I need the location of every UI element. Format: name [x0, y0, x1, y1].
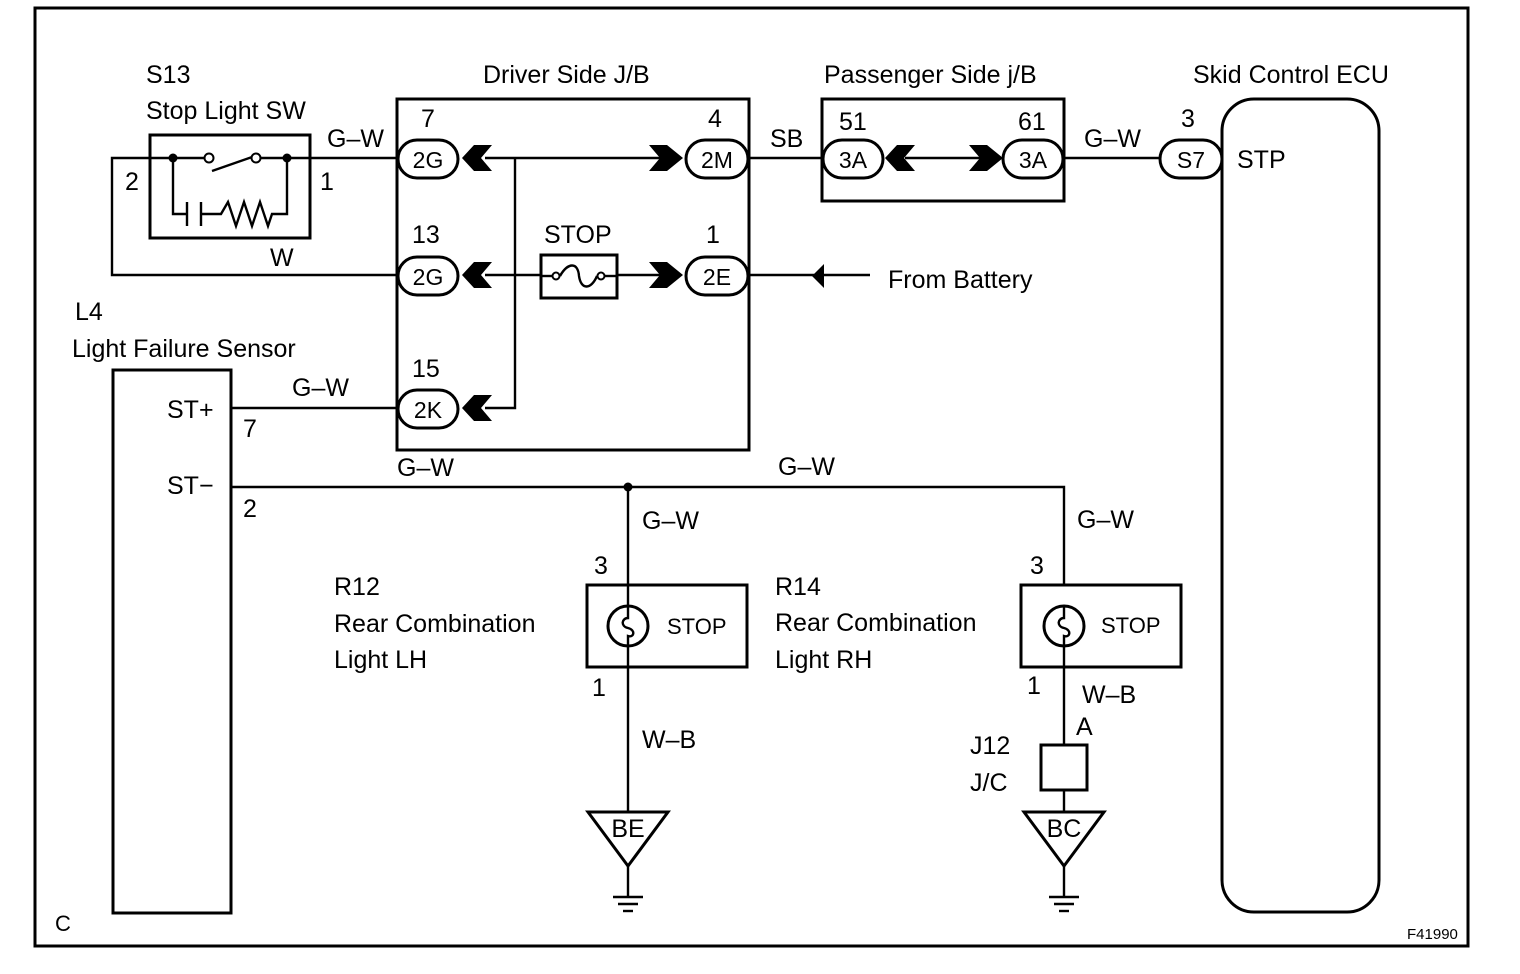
connector-2g-mid: 2G: [396, 255, 460, 297]
figure-id: F41990: [1407, 926, 1458, 943]
pin-7: 7: [421, 105, 435, 133]
j12-code: J12: [970, 732, 1010, 760]
connector-2k-label: 2K: [414, 397, 443, 423]
pin-13: 13: [412, 221, 440, 249]
ground-bc-icon: [1021, 810, 1107, 913]
ground-bc-label: BC: [1047, 815, 1082, 843]
pin-r14-1: 1: [1027, 672, 1041, 700]
wire-label-sw-out: G–W: [327, 125, 384, 153]
r14-bulb-icon: [1042, 604, 1086, 648]
stop-light-switch-symbol: [150, 152, 310, 230]
ecu-pin-stp: STP: [1237, 146, 1286, 174]
r12-bulb-icon: [606, 604, 650, 648]
corner-code: C: [55, 911, 71, 936]
connector-3a-right: 3A: [1001, 138, 1065, 180]
s13-code: S13: [146, 61, 190, 89]
connector-3a-left: 3A: [821, 138, 885, 180]
wire-st-minus-bus: [231, 485, 1066, 585]
r14-line2: Light RH: [775, 646, 872, 674]
pin-r14-3: 3: [1030, 552, 1044, 580]
r14-code: R14: [775, 573, 821, 601]
wire-label-r14-gnd: W–B: [1082, 681, 1136, 709]
wire-label-r14-feed: G–W: [1077, 506, 1134, 534]
l4-pin-st-plus: ST+: [167, 396, 214, 424]
ground-be-icon: [585, 810, 671, 913]
wire-label-to-ecu: G–W: [1084, 125, 1141, 153]
pin-3-ecu: 3: [1181, 105, 1195, 133]
driver-jb-title: Driver Side J/B: [483, 61, 650, 89]
wire-switch-return: [110, 156, 397, 277]
pin-l4-7: 7: [243, 415, 257, 443]
ground-be-label: BE: [611, 815, 644, 843]
connector-2e-label: 2E: [703, 264, 731, 290]
wire-label-bus-right: G–W: [778, 453, 835, 481]
junction-dot-bus: [623, 482, 633, 492]
s13-name: Stop Light SW: [146, 97, 306, 125]
pin-51: 51: [839, 108, 867, 136]
r14-line1: Rear Combination: [775, 609, 977, 637]
diagram-frame: [33, 6, 1470, 948]
connector-2g-top-label: 2G: [413, 147, 444, 173]
r12-line2: Light LH: [334, 646, 427, 674]
r12-code: R12: [334, 573, 380, 601]
ecu-title: Skid Control ECU: [1193, 61, 1389, 89]
rear-combination-light-lh-box: [585, 583, 749, 669]
connector-2e: 2E: [684, 255, 750, 297]
r12-lamp-label: STOP: [667, 614, 727, 639]
j12-name: J/C: [970, 769, 1008, 797]
passenger-jb-title: Passenger Side j/B: [824, 61, 1037, 89]
pin-4: 4: [708, 105, 722, 133]
pin-1-fuse: 1: [706, 221, 720, 249]
light-failure-sensor-box: [111, 368, 233, 915]
battery-label: From Battery: [888, 266, 1033, 294]
pin-r12-3: 3: [594, 552, 608, 580]
stop-fuse-symbol: [539, 253, 619, 300]
connector-2g-top: 2G: [396, 138, 460, 180]
rear-combination-light-rh-box: [1019, 583, 1183, 669]
l4-name: Light Failure Sensor: [72, 335, 296, 363]
wire-label-bus-left: G–W: [397, 454, 454, 482]
connector-s7: S7: [1158, 138, 1224, 180]
wire-label-l4-in: G–W: [292, 374, 349, 402]
jb-chevrons: [462, 145, 1003, 421]
connector-3a-right-label: 3A: [1019, 147, 1048, 173]
pin-r12-1: 1: [592, 674, 606, 702]
j12-junction-connector: [1039, 743, 1089, 792]
wire-label-r12-feed: G–W: [642, 507, 699, 535]
connector-2m: 2M: [684, 138, 750, 180]
wire-label-sb: SB: [770, 125, 803, 153]
r12-line1: Rear Combination: [334, 610, 536, 638]
connector-s7-label: S7: [1177, 147, 1205, 173]
pin-l4-2: 2: [243, 495, 257, 523]
connector-2k: 2K: [396, 388, 460, 430]
pin-sw-1: 1: [320, 168, 334, 196]
wire-label-sw-ret: W: [270, 244, 294, 272]
pin-15: 15: [412, 355, 440, 383]
fuse-label: STOP: [544, 221, 612, 249]
wire-label-r12-gnd: W–B: [642, 726, 696, 754]
connector-3a-left-label: 3A: [839, 147, 868, 173]
pin-sw-2: 2: [125, 168, 139, 196]
l4-code: L4: [75, 298, 103, 326]
passenger-side-jb-box: [820, 97, 1066, 203]
connector-2g-mid-label: 2G: [413, 264, 444, 290]
pin-61: 61: [1018, 108, 1046, 136]
stop-light-switch-box: [148, 133, 312, 240]
l4-pin-st-minus: ST−: [167, 472, 214, 500]
wire-jb-internal-vertical: [485, 158, 517, 410]
battery-arrow-icon: [812, 264, 824, 288]
connector-2m-label: 2M: [701, 147, 733, 173]
j12-pin-a: A: [1076, 713, 1093, 741]
skid-control-ecu-box: [1220, 97, 1381, 914]
r14-lamp-label: STOP: [1101, 613, 1161, 638]
